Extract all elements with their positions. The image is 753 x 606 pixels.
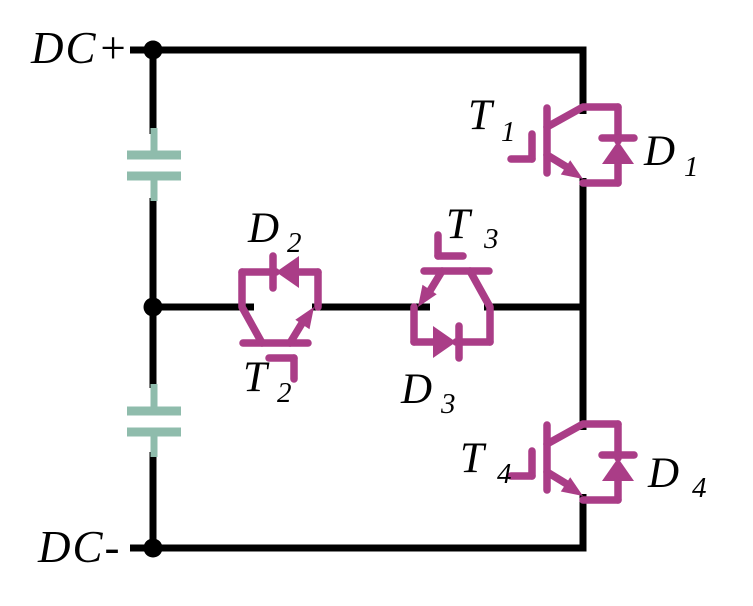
label-d3: D (400, 366, 432, 413)
junction-dot-midpoint (143, 297, 163, 317)
label-t3-subscript: 3 (483, 223, 499, 255)
lower-dc-link-capacitor (127, 384, 181, 457)
label-dc-minus: DC- (37, 522, 122, 572)
label-d4-subscript: 4 (692, 472, 707, 504)
label-t1-subscript: 1 (501, 116, 516, 148)
upper-dc-link-capacitor (127, 128, 181, 201)
label-t2-subscript: 2 (277, 377, 292, 409)
igbt-t1-d1-symbol (511, 107, 634, 183)
label-d1: D (643, 128, 675, 175)
label-dc-plus: DC+ (30, 23, 130, 73)
dc-plus-rail-wire (130, 46, 587, 114)
junction-dot-dc-minus (143, 538, 163, 558)
label-d1-subscript: 1 (684, 151, 699, 183)
label-d4: D (647, 450, 679, 497)
wire-group (130, 46, 587, 552)
igbt-t3-d3-symbol (414, 235, 490, 358)
dc-minus-rail-wire (130, 494, 587, 552)
label-d2-subscript: 2 (287, 227, 302, 259)
label-t4-subscript: 4 (497, 458, 512, 490)
label-t1: T (468, 92, 495, 139)
junction-dot-dc-plus (143, 40, 163, 60)
label-d2: D (247, 205, 279, 252)
igbt-t4-d4-symbol (511, 424, 634, 500)
label-t3: T (446, 201, 473, 248)
label-t4: T (460, 435, 487, 482)
label-t2: T (243, 354, 270, 401)
label-d3-subscript: 3 (440, 388, 456, 420)
